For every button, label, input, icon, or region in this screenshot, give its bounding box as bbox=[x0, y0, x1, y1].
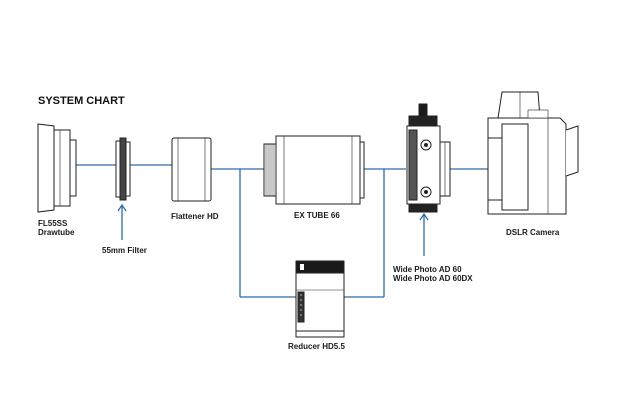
widephoto-label-line1: Wide Photo AD 60 bbox=[393, 265, 462, 274]
fl55ss-label-line1: FL55SS bbox=[38, 219, 68, 228]
extube-label: EX TUBE 66 bbox=[294, 211, 340, 220]
dslr-camera bbox=[487, 91, 579, 215]
reducer-hd5-5 bbox=[295, 260, 345, 338]
fl55ss-label-line2: Drawtube bbox=[38, 228, 75, 237]
wide-photo-ad-60 bbox=[406, 103, 451, 213]
chart-title: SYSTEM CHART bbox=[38, 95, 125, 107]
ex-tube-66 bbox=[263, 135, 365, 205]
filter-callout-arrow bbox=[117, 203, 127, 212]
55mm-filter bbox=[115, 137, 131, 201]
fl55ss-drawtube bbox=[37, 123, 77, 213]
filter-label: 55mm Filter bbox=[102, 246, 147, 255]
flattener-hd bbox=[171, 137, 212, 202]
reducer-label: Reducer HD5.5 bbox=[288, 342, 345, 351]
widephoto-label-line2: Wide Photo AD 60DX bbox=[393, 274, 473, 283]
connector-lines bbox=[76, 164, 488, 298]
flattener-label: Flattener HD bbox=[171, 212, 219, 221]
fl55ss-label: FL55SS Drawtube bbox=[38, 219, 74, 237]
widephoto-callout-arrow bbox=[419, 212, 429, 221]
widephoto-label: Wide Photo AD 60 Wide Photo AD 60DX bbox=[393, 265, 473, 283]
dslr-label: DSLR Camera bbox=[506, 228, 560, 237]
